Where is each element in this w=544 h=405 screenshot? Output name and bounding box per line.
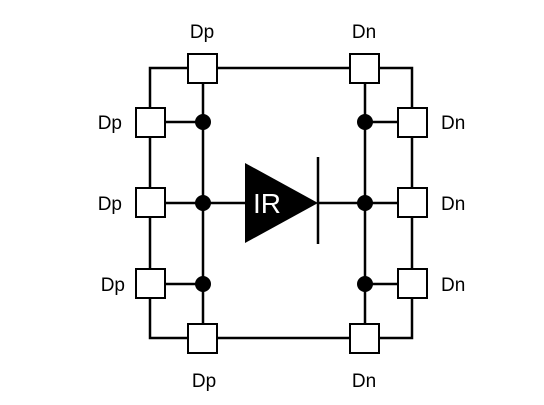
pad-bottom-right xyxy=(349,323,380,354)
pad-left-middle xyxy=(135,187,166,218)
pad-right-upper xyxy=(397,107,428,138)
pad-left-lower xyxy=(135,268,166,299)
label-left-upper: Dp xyxy=(98,113,122,134)
pad-left-upper xyxy=(135,107,166,138)
pad-bottom-left xyxy=(187,323,218,354)
junction-dot xyxy=(195,195,211,211)
outer-frame-wire xyxy=(148,66,414,122)
junction-dot xyxy=(357,114,373,130)
junction-dot xyxy=(357,195,373,211)
junction-dot xyxy=(195,114,211,130)
junction-dot xyxy=(357,276,373,292)
pad-top-right xyxy=(349,53,380,84)
diode-label: IR xyxy=(253,188,281,219)
label-right-middle: Dn xyxy=(441,194,465,215)
diode-triangle xyxy=(245,163,318,243)
label-left-lower: Dp xyxy=(101,275,125,296)
label-top-right: Dn xyxy=(352,22,376,43)
pad-right-lower xyxy=(397,268,428,299)
label-bottom-right: Dn xyxy=(352,371,376,392)
label-right-lower: Dn xyxy=(441,275,465,296)
outer-frame-wire-bottom xyxy=(148,284,414,340)
pad-right-middle xyxy=(397,187,428,218)
label-left-middle: Dp xyxy=(98,194,122,215)
label-top-left: Dp xyxy=(190,22,214,43)
label-right-upper: Dn xyxy=(441,113,465,134)
pad-top-left xyxy=(187,53,218,84)
label-bottom-left: Dp xyxy=(192,371,216,392)
junction-dot xyxy=(195,276,211,292)
